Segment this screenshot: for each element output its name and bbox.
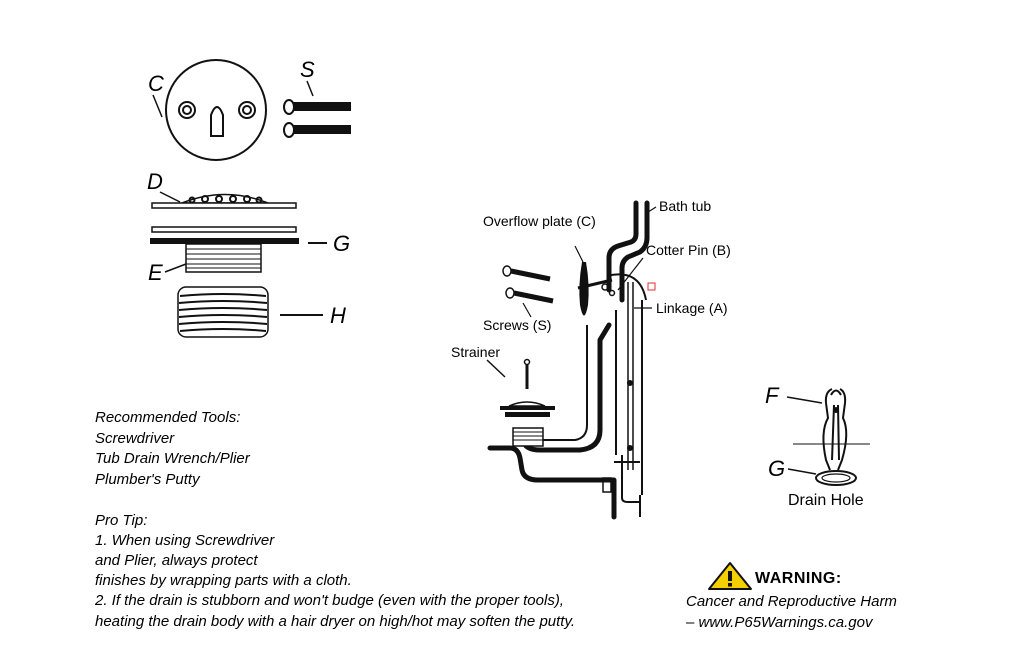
leader-s [306,80,314,97]
callout-cotter-pin: Cotter Pin (B) [646,242,731,258]
leader-screws [522,302,532,318]
leader-g-drain [787,468,817,475]
tools-item: Screwdriver [95,430,175,447]
strainer-part-d [151,193,297,209]
threaded-nut-part-h [177,286,269,338]
leader-cotter-pin [617,257,644,291]
label-g-drain: G [768,456,785,481]
callout-overflow-plate: Overflow plate (C) [483,213,596,229]
leader-d [159,191,181,203]
label-c: C [148,71,164,96]
overflow-plate-part-c [165,59,267,161]
pro-tip-line: heating the drain body with a hair dryer… [95,613,576,630]
label-h: H [330,303,346,328]
leader-overflow-plate [574,245,584,263]
pro-tip-line: 2. If the drain is stubborn and won't bu… [95,592,564,609]
pro-tip-line: finishes by wrapping parts with a cloth. [95,572,352,589]
tools-item: Plumber's Putty [95,471,200,488]
callout-linkage: Linkage (A) [656,300,728,316]
pro-tip-line: 1. When using Screwdriver [95,532,275,549]
bathtub-drain-assembly [487,200,656,520]
leader-bath-tub [644,206,657,215]
label-d: D [147,169,163,194]
label-s: S [300,57,315,82]
drain-body-part-e [150,226,299,273]
pro-tip-line: and Plier, always protect [95,552,258,569]
leader-c [152,94,163,118]
warning-title: WARNING: [755,570,842,587]
callout-bath-tub: Bath tub [659,198,711,214]
screws-part-s [283,99,351,138]
warning-line-1: Cancer and Reproductive Harm [686,593,897,610]
warning-line-2: – www.P65Warnings.ca.gov [686,614,873,631]
plier-in-drain-hole [793,388,870,486]
pro-tip-heading: Pro Tip: [95,512,148,529]
tools-item: Tub Drain Wrench/Plier [95,450,250,467]
warning-triangle-icon [708,562,752,590]
leader-e [164,263,187,273]
label-g: G [333,231,350,256]
leader-strainer [486,359,506,378]
callout-drain-hole: Drain Hole [788,492,864,509]
label-e: E [148,260,163,285]
callout-screws: Screws (S) [483,317,551,333]
leader-f [786,396,823,404]
label-f: F [765,383,780,408]
callout-strainer: Strainer [451,344,500,360]
tools-heading: Recommended Tools: [95,409,241,426]
